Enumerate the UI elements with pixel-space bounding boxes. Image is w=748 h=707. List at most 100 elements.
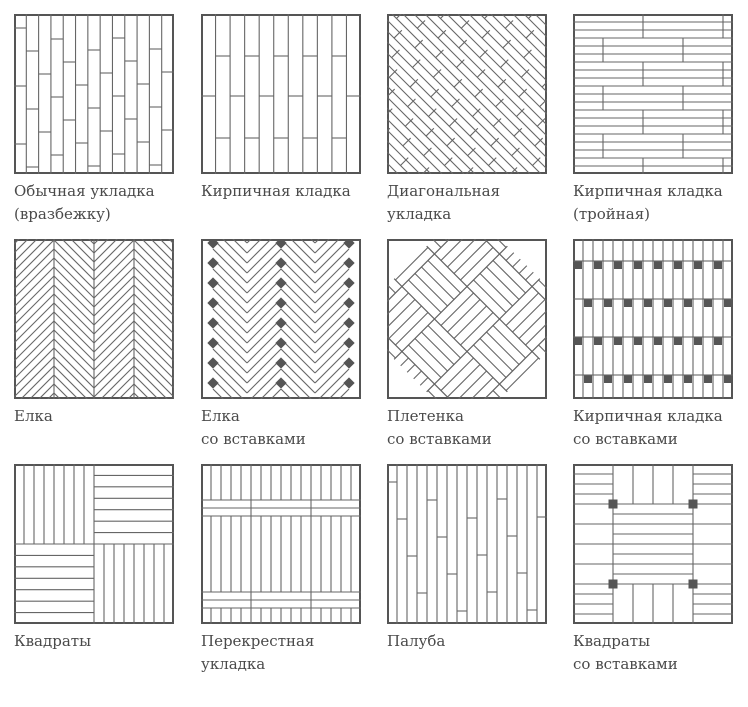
pattern-tile-diagonal <box>387 14 547 174</box>
pattern-stroke <box>427 260 461 294</box>
pattern-stroke <box>53 311 95 353</box>
insert-square <box>674 261 682 269</box>
pattern-stroke <box>93 338 135 380</box>
pattern-stroke <box>93 320 135 362</box>
pattern-caption: Кирпичная кладка <box>201 180 363 203</box>
pattern-stroke <box>141 239 174 272</box>
pattern-stroke <box>14 239 38 263</box>
pattern-stroke <box>541 81 547 88</box>
pattern-caption: Квадраты <box>14 630 176 653</box>
pattern-stroke <box>100 365 135 399</box>
pattern-card: Плетенка со вставками <box>387 239 549 451</box>
pattern-stroke <box>492 118 502 127</box>
pattern-stroke <box>93 239 109 254</box>
pattern-stroke <box>79 239 95 254</box>
pattern-card: Елка <box>14 239 176 428</box>
pattern-tile-squares-inserts <box>573 464 733 624</box>
pattern-stroke <box>53 365 88 399</box>
pattern-stroke <box>460 20 470 29</box>
pattern-stroke <box>93 347 135 389</box>
pattern-card: Елка со вставками <box>201 239 363 451</box>
insert-square <box>664 299 672 307</box>
insert-square <box>724 299 732 307</box>
pattern-stroke <box>314 298 350 334</box>
pattern-stroke <box>93 257 135 299</box>
pattern-stroke <box>453 370 487 399</box>
insert-square <box>654 261 662 269</box>
insert-square <box>724 375 732 383</box>
insert-square <box>608 499 618 509</box>
pattern-tile-squares <box>14 464 174 624</box>
pattern-stroke <box>421 266 455 300</box>
pattern-stroke <box>14 239 47 272</box>
pattern-stroke <box>473 239 507 248</box>
pattern-stroke <box>246 298 282 334</box>
pattern-card: Квадраты <box>14 464 176 653</box>
pattern-stroke <box>246 348 282 384</box>
pattern-stroke <box>387 108 393 115</box>
pattern-stroke <box>314 358 350 394</box>
pattern-stroke <box>512 14 547 49</box>
pattern-stroke <box>250 368 282 399</box>
pattern-stroke <box>93 239 118 263</box>
pattern-stroke <box>14 311 55 353</box>
pattern-stroke <box>486 331 520 365</box>
pattern-stroke <box>525 312 547 346</box>
pattern-stroke <box>458 39 468 49</box>
pattern-stroke <box>212 258 248 294</box>
pattern-stroke <box>435 14 547 126</box>
pattern-stroke <box>412 59 421 68</box>
pattern-stroke <box>387 41 520 174</box>
pattern-stroke <box>53 257 95 299</box>
pattern-stroke <box>472 108 481 117</box>
pattern-tile-herringbone <box>14 239 174 399</box>
pattern-stroke <box>246 338 282 374</box>
pattern-stroke <box>212 368 244 399</box>
pattern-stroke <box>416 20 426 29</box>
pattern-stroke <box>539 98 547 108</box>
insert-square <box>624 375 632 383</box>
insert-square <box>714 261 722 269</box>
pattern-stroke <box>387 52 509 174</box>
pattern-stroke <box>246 239 262 254</box>
pattern-stroke <box>414 273 448 307</box>
caption-line: со вставками <box>573 655 678 673</box>
pattern-stroke <box>53 266 95 308</box>
pattern-stroke <box>387 129 432 174</box>
pattern-stroke <box>473 344 507 378</box>
pattern-stroke <box>246 278 282 314</box>
pattern-stroke <box>440 357 474 391</box>
pattern-stroke <box>246 239 282 274</box>
caption-line: Палуба <box>387 632 446 650</box>
pattern-stroke <box>479 338 513 372</box>
pattern-stroke <box>427 390 461 399</box>
pattern-card: Обычная укладка (вразбежку) <box>14 14 176 226</box>
pattern-stroke <box>495 98 504 108</box>
pattern-stroke <box>387 325 396 359</box>
pattern-group <box>14 239 174 399</box>
pattern-stroke <box>133 257 174 299</box>
insert-square <box>604 375 612 383</box>
pattern-stroke <box>53 302 95 344</box>
pattern-stroke <box>518 305 547 339</box>
pattern-stroke <box>387 74 487 174</box>
pattern-stroke <box>133 239 174 281</box>
insert-square <box>644 299 652 307</box>
pattern-stroke <box>318 368 350 399</box>
caption-line: Кирпичная кладка <box>201 182 351 200</box>
pattern-stroke <box>246 318 282 354</box>
insert-square <box>664 375 672 383</box>
pattern-stroke <box>388 305 422 339</box>
pattern-group <box>212 239 350 399</box>
pattern-card: Квадраты со вставками <box>573 464 735 676</box>
pattern-stroke <box>314 348 350 384</box>
pattern-stroke <box>53 320 95 362</box>
pattern-tile-brick-inserts <box>573 239 733 399</box>
pattern-stroke <box>212 248 248 284</box>
pattern-stroke <box>421 331 455 365</box>
caption-line: Квадраты <box>14 632 92 650</box>
pattern-tile-herringbone-inserts <box>201 239 361 399</box>
pattern-stroke <box>404 118 414 127</box>
pattern-stroke <box>93 293 135 335</box>
pattern-stroke <box>391 49 400 59</box>
